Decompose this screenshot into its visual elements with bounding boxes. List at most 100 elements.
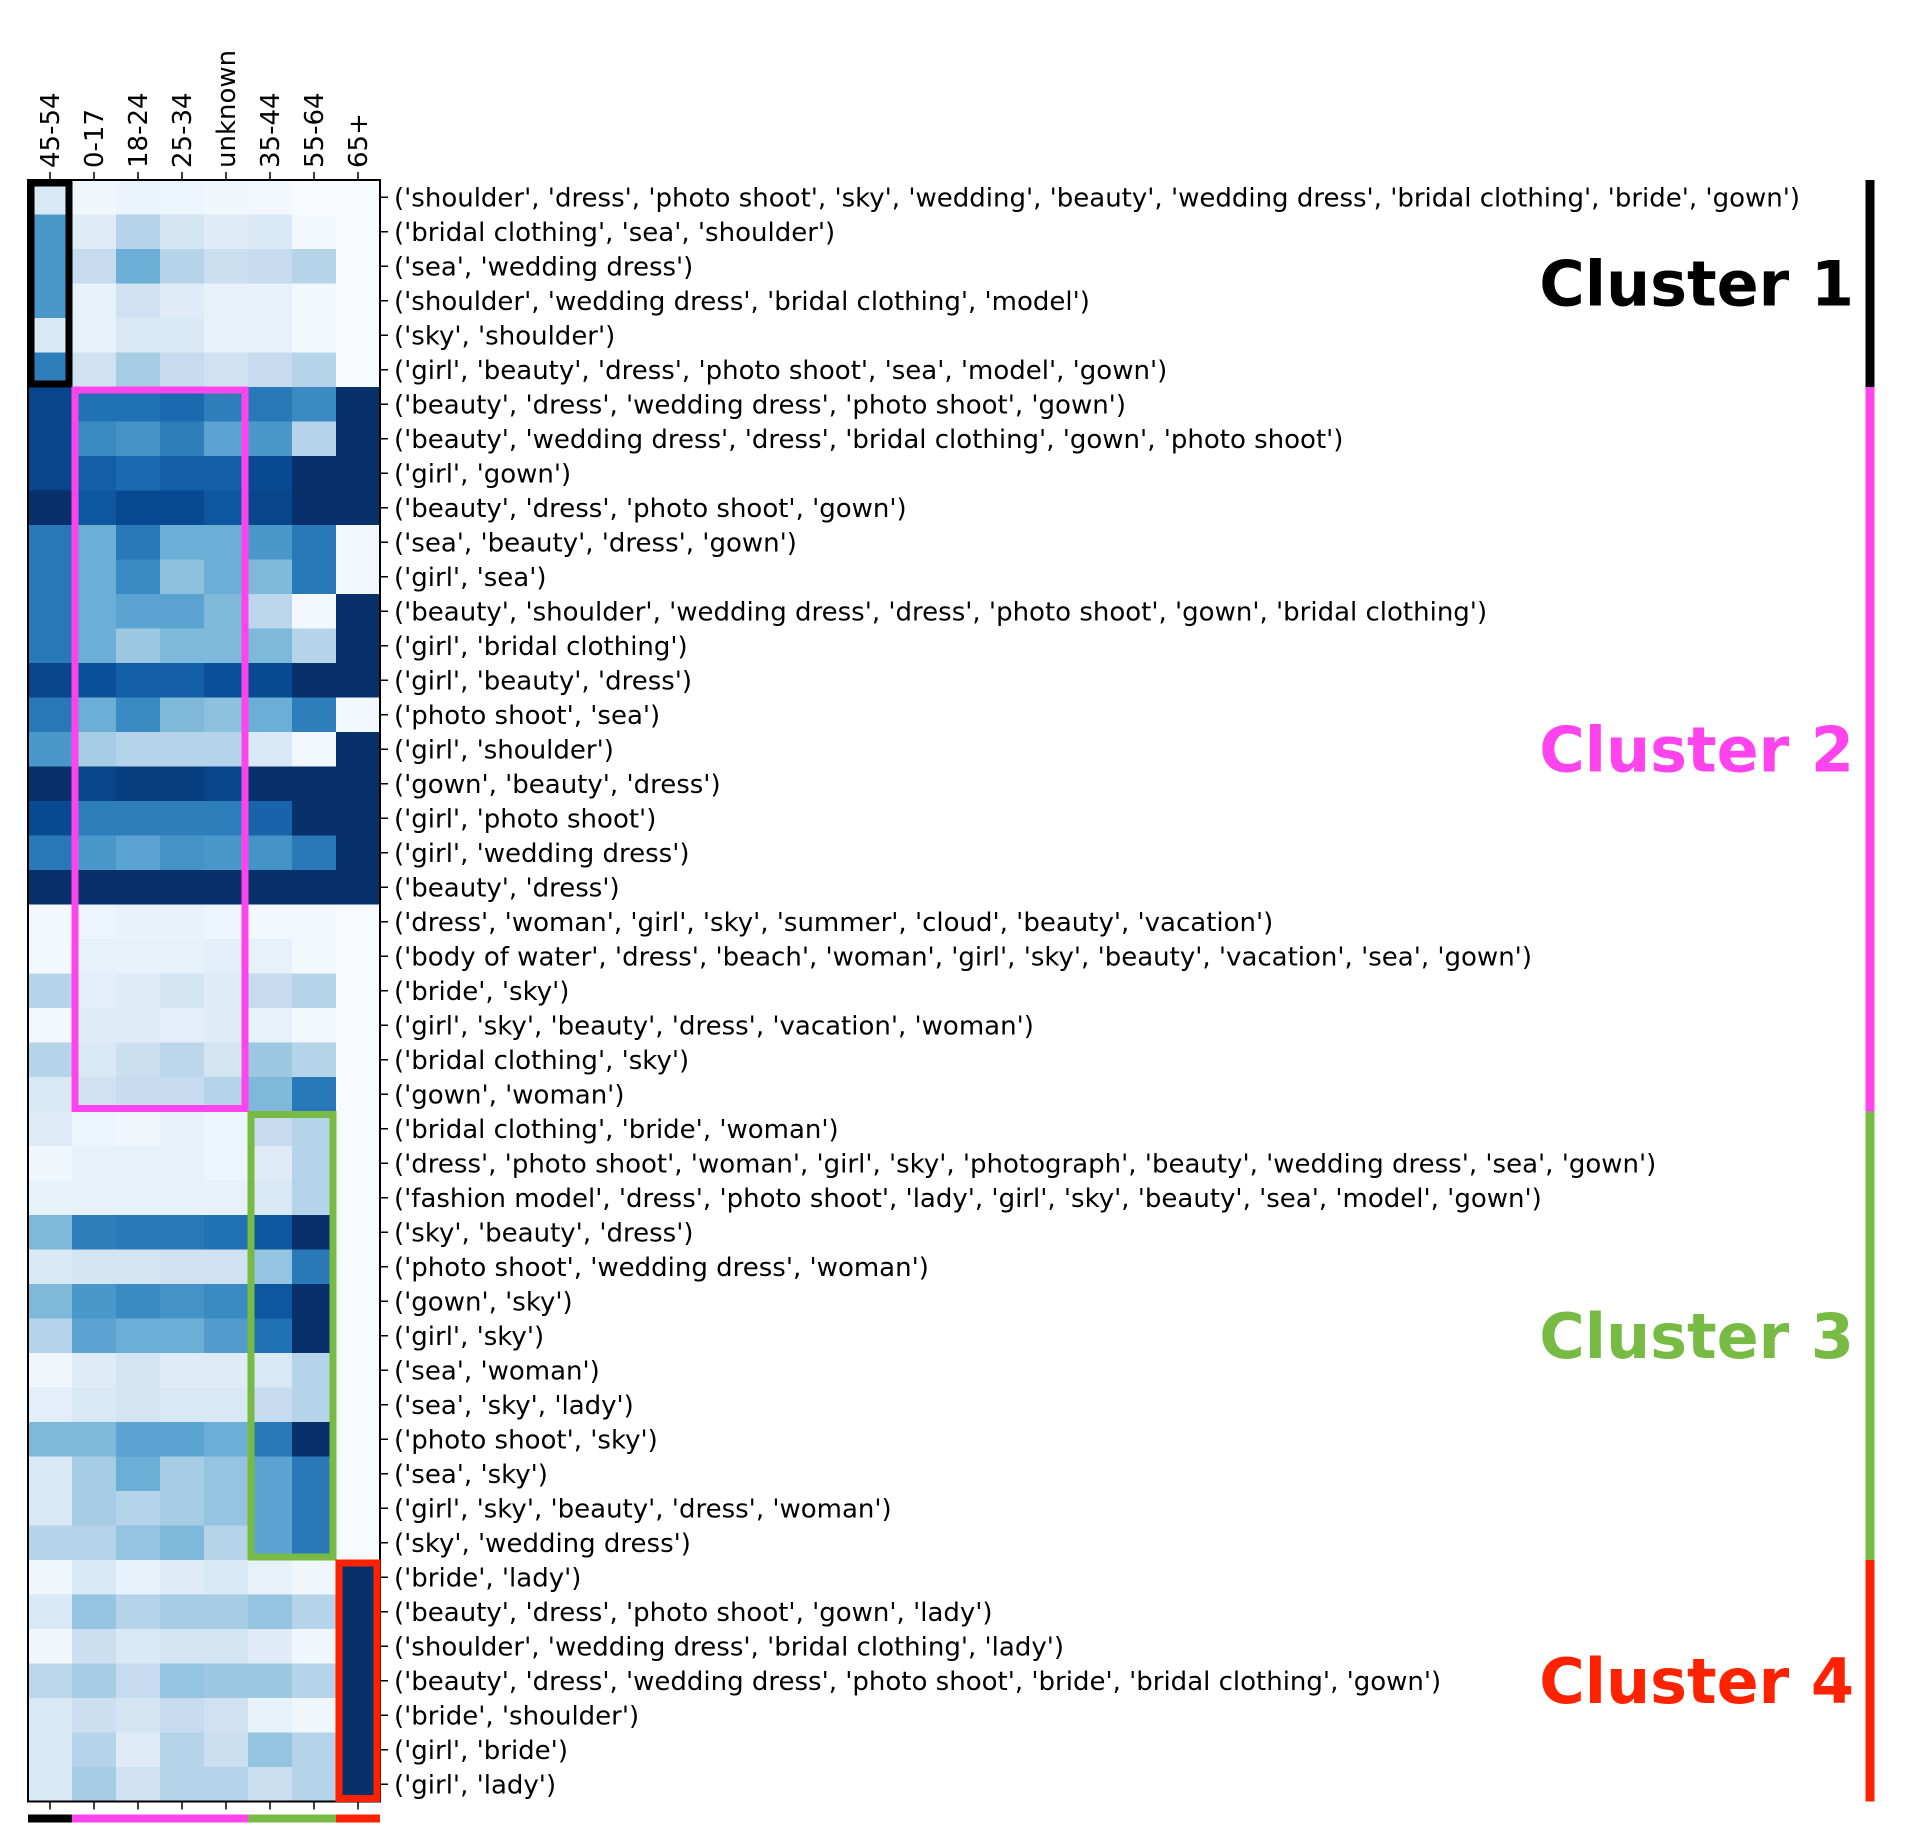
- heatmap-cell: [336, 697, 381, 733]
- heatmap-cell: [116, 1594, 161, 1630]
- heatmap-cell: [160, 180, 205, 215]
- heatmap-cell: [336, 456, 381, 491]
- heatmap-cell: [160, 1042, 205, 1078]
- heatmap-cell: [248, 594, 293, 629]
- heatmap-cell: [160, 1215, 205, 1250]
- heatmap-cell: [336, 1629, 381, 1664]
- heatmap-cell: [116, 1456, 161, 1492]
- heatmap-cell: [160, 1387, 205, 1423]
- heatmap-cell: [204, 421, 249, 457]
- heatmap-cell: [116, 1008, 161, 1043]
- heatmap-cell: [72, 559, 117, 595]
- heatmap-cell: [28, 525, 73, 560]
- heatmap-cell: [248, 1422, 293, 1457]
- heatmap-cell: [336, 1111, 381, 1147]
- heatmap-cell: [292, 697, 337, 733]
- heatmap-cell: [72, 870, 117, 905]
- heatmap-cell: [28, 1629, 73, 1664]
- heatmap-cell: [160, 1560, 205, 1595]
- row-label: ('girl', 'shoulder'): [394, 736, 614, 766]
- heatmap-cell: [204, 214, 249, 250]
- heatmap-cell: [204, 697, 249, 733]
- heatmap-border: [27, 179, 381, 1803]
- heatmap-cell: [72, 283, 117, 319]
- heatmap-cell: [72, 1422, 117, 1457]
- heatmap-cell: [116, 249, 161, 284]
- heatmap-cell: [248, 801, 293, 836]
- heatmap-cell: [116, 1560, 161, 1595]
- heatmap-cell: [28, 1146, 73, 1181]
- heatmap-cell: [116, 1422, 161, 1457]
- heatmap-cell: [204, 1146, 249, 1181]
- heatmap-cell: [248, 697, 293, 733]
- heatmap-cell: [72, 490, 117, 526]
- heatmap-cell: [160, 1525, 205, 1561]
- row-label: ('sky', 'wedding dress'): [394, 1529, 691, 1559]
- heatmap-cell: [248, 559, 293, 595]
- heatmap-cell: [116, 904, 161, 940]
- heatmap-cell: [28, 387, 73, 422]
- heatmap-cell: [336, 1732, 381, 1768]
- heatmap-cell: [204, 1008, 249, 1043]
- heatmap-cell: [248, 904, 293, 940]
- row-label: ('girl', 'sky', 'beauty', 'dress', 'vaca…: [394, 1012, 1034, 1042]
- heatmap-cell: [248, 1008, 293, 1043]
- heatmap-cell: [116, 973, 161, 1009]
- heatmap-cell: [72, 525, 117, 560]
- heatmap-cell: [336, 490, 381, 526]
- heatmap-cell: [248, 1663, 293, 1699]
- heatmap-cell: [204, 973, 249, 1009]
- heatmap-cell: [336, 1422, 381, 1457]
- heatmap-cell: [292, 801, 337, 836]
- heatmap-cell: [160, 594, 205, 629]
- row-label: ('sea', 'sky'): [394, 1460, 548, 1490]
- heatmap-cell: [292, 1594, 337, 1630]
- heatmap-cell: [336, 1353, 381, 1388]
- heatmap-cell: [28, 1560, 73, 1595]
- row-label: ('beauty', 'dress'): [394, 874, 620, 904]
- row-label: ('photo shoot', 'sea'): [394, 701, 660, 731]
- heatmap-cell: [28, 835, 73, 871]
- column-label: 55-64: [300, 92, 330, 168]
- heatmap-cell: [204, 594, 249, 629]
- heatmap-cell: [248, 939, 293, 974]
- heatmap-cell: [336, 559, 381, 595]
- column-label: 18-24: [124, 92, 154, 168]
- heatmap-cell: [204, 1594, 249, 1630]
- row-label: ('girl', 'lady'): [394, 1771, 556, 1801]
- heatmap-cell: [116, 1249, 161, 1285]
- heatmap-cell: [336, 835, 381, 871]
- heatmap-cell: [336, 1008, 381, 1043]
- heatmap-cell: [336, 1525, 381, 1561]
- row-label: ('gown', 'beauty', 'dress'): [394, 770, 721, 800]
- heatmap-cell: [160, 214, 205, 250]
- heatmap-cell: [248, 1387, 293, 1423]
- heatmap-cell: [160, 766, 205, 802]
- heatmap-cell: [336, 1215, 381, 1250]
- heatmap-cell: [336, 1042, 381, 1078]
- heatmap-cell: [72, 1387, 117, 1423]
- heatmap-cell: [204, 1387, 249, 1423]
- heatmap-cell: [72, 318, 117, 353]
- heatmap-cell: [28, 628, 73, 664]
- heatmap-cell: [116, 1387, 161, 1423]
- heatmap-cell: [28, 1180, 73, 1216]
- heatmap-cell: [248, 1767, 293, 1802]
- heatmap-cell: [292, 628, 337, 664]
- heatmap-cell: [72, 973, 117, 1009]
- heatmap-cell: [248, 1560, 293, 1595]
- column-label: 65+: [344, 113, 374, 168]
- heatmap-cell: [160, 1629, 205, 1664]
- heatmap-cell: [160, 456, 205, 491]
- heatmap-cell: [72, 249, 117, 284]
- heatmap-cell: [292, 835, 337, 871]
- heatmap-cell: [116, 1111, 161, 1147]
- heatmap-cell: [248, 1284, 293, 1319]
- heatmap-cell: [292, 1387, 337, 1423]
- heatmap-cell: [336, 732, 381, 767]
- heatmap-cell: [28, 1594, 73, 1630]
- heatmap-cell: [292, 1353, 337, 1388]
- heatmap-cell: [116, 1146, 161, 1181]
- row-label: ('sky', 'beauty', 'dress'): [394, 1219, 694, 1249]
- heatmap-cell: [160, 1663, 205, 1699]
